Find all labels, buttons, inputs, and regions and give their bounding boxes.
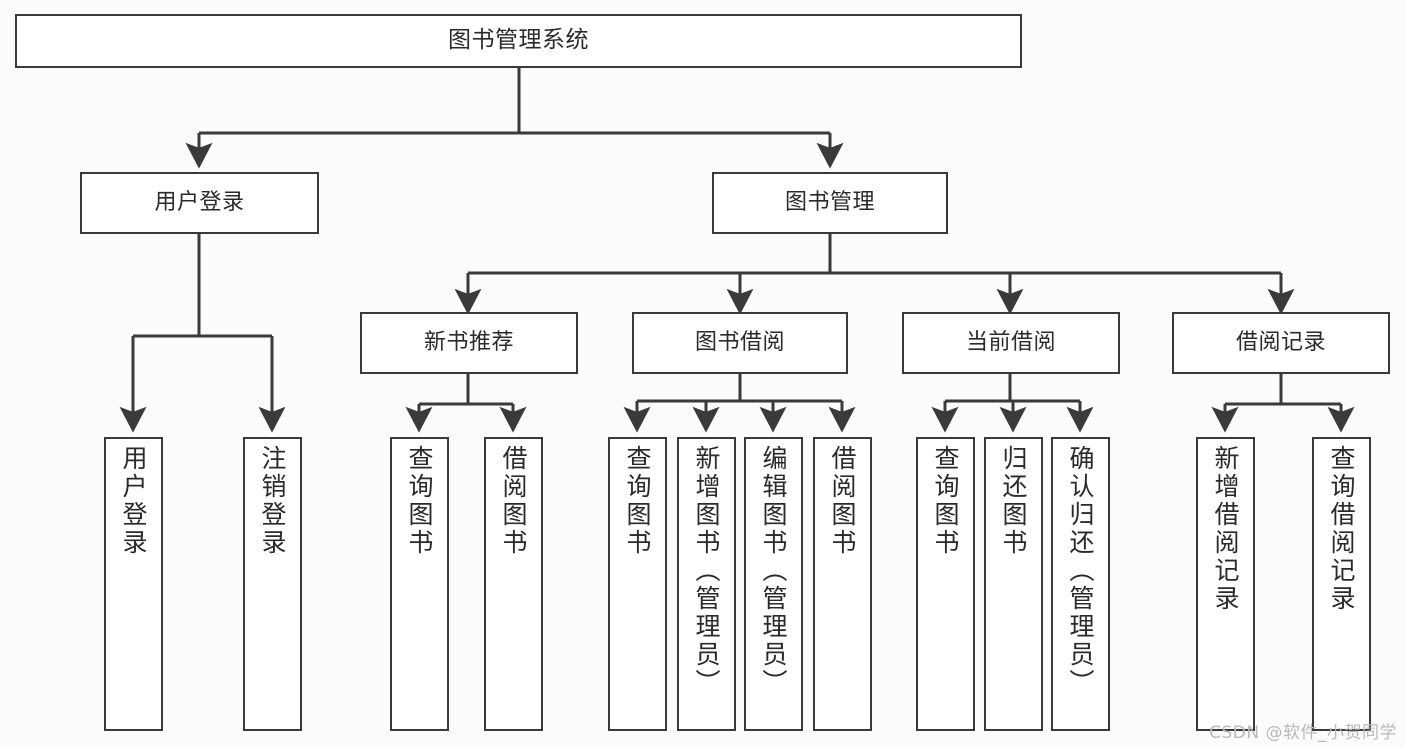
node-book-manage-label: 图书管理 <box>784 190 875 216</box>
node-leaf-add-borrow-record[interactable]: 新增借阅记录 <box>1196 437 1255 731</box>
node-leaf-query-book-current[interactable]: 查询图书 <box>916 437 975 731</box>
node-leaf-return-book[interactable]: 归还图书 <box>984 437 1043 731</box>
node-leaf-query-book-borrow-label: 查询图书 <box>623 445 652 557</box>
node-leaf-edit-book-label: 编辑图书（管理员） <box>759 445 788 697</box>
node-user-login-label: 用户登录 <box>154 190 245 216</box>
node-leaf-borrow-book-label: 借阅图书 <box>828 445 857 557</box>
node-leaf-borrow-book[interactable]: 借阅图书 <box>813 437 872 731</box>
node-leaf-borrow-book-recommend[interactable]: 借阅图书 <box>484 437 543 731</box>
node-leaf-confirm-return-label: 确认归还（管理员） <box>1066 445 1095 697</box>
node-current-borrow[interactable]: 当前借阅 <box>902 312 1120 374</box>
node-leaf-borrow-book-recommend-label: 借阅图书 <box>499 445 528 557</box>
node-leaf-query-book-recommend[interactable]: 查询图书 <box>390 437 449 731</box>
node-leaf-add-book-label: 新增图书（管理员） <box>692 445 721 697</box>
watermark-text: CSDN @软件_小贺同学 <box>1209 723 1397 743</box>
node-borrow-record[interactable]: 借阅记录 <box>1172 312 1390 374</box>
node-leaf-query-book-recommend-label: 查询图书 <box>405 445 434 557</box>
node-leaf-query-book-current-label: 查询图书 <box>931 445 960 557</box>
node-leaf-query-borrow-record[interactable]: 查询借阅记录 <box>1312 437 1371 731</box>
node-book-borrow-label: 图书借阅 <box>694 330 785 356</box>
node-current-borrow-label: 当前借阅 <box>965 330 1056 356</box>
node-root[interactable]: 图书管理系统 <box>15 14 1022 68</box>
node-book-borrow[interactable]: 图书借阅 <box>632 312 848 374</box>
node-user-login[interactable]: 用户登录 <box>80 172 319 234</box>
node-borrow-record-label: 借阅记录 <box>1235 330 1326 356</box>
node-leaf-add-book[interactable]: 新增图书（管理员） <box>677 437 736 731</box>
node-leaf-confirm-return[interactable]: 确认归还（管理员） <box>1051 437 1110 731</box>
node-leaf-return-book-label: 归还图书 <box>999 445 1028 557</box>
node-leaf-user-login-label: 用户登录 <box>119 445 148 557</box>
node-leaf-query-borrow-record-label: 查询借阅记录 <box>1327 445 1356 613</box>
node-leaf-logout[interactable]: 注销登录 <box>243 437 302 731</box>
node-root-label: 图书管理系统 <box>448 27 589 54</box>
node-leaf-user-login[interactable]: 用户登录 <box>104 437 163 731</box>
node-leaf-edit-book[interactable]: 编辑图书（管理员） <box>744 437 803 731</box>
node-book-manage[interactable]: 图书管理 <box>712 172 948 234</box>
node-leaf-query-book-borrow[interactable]: 查询图书 <box>608 437 667 731</box>
node-new-book-recommend-label: 新书推荐 <box>423 330 514 356</box>
node-leaf-add-borrow-record-label: 新增借阅记录 <box>1211 445 1240 613</box>
node-new-book-recommend[interactable]: 新书推荐 <box>360 312 578 374</box>
node-leaf-logout-label: 注销登录 <box>258 445 287 557</box>
